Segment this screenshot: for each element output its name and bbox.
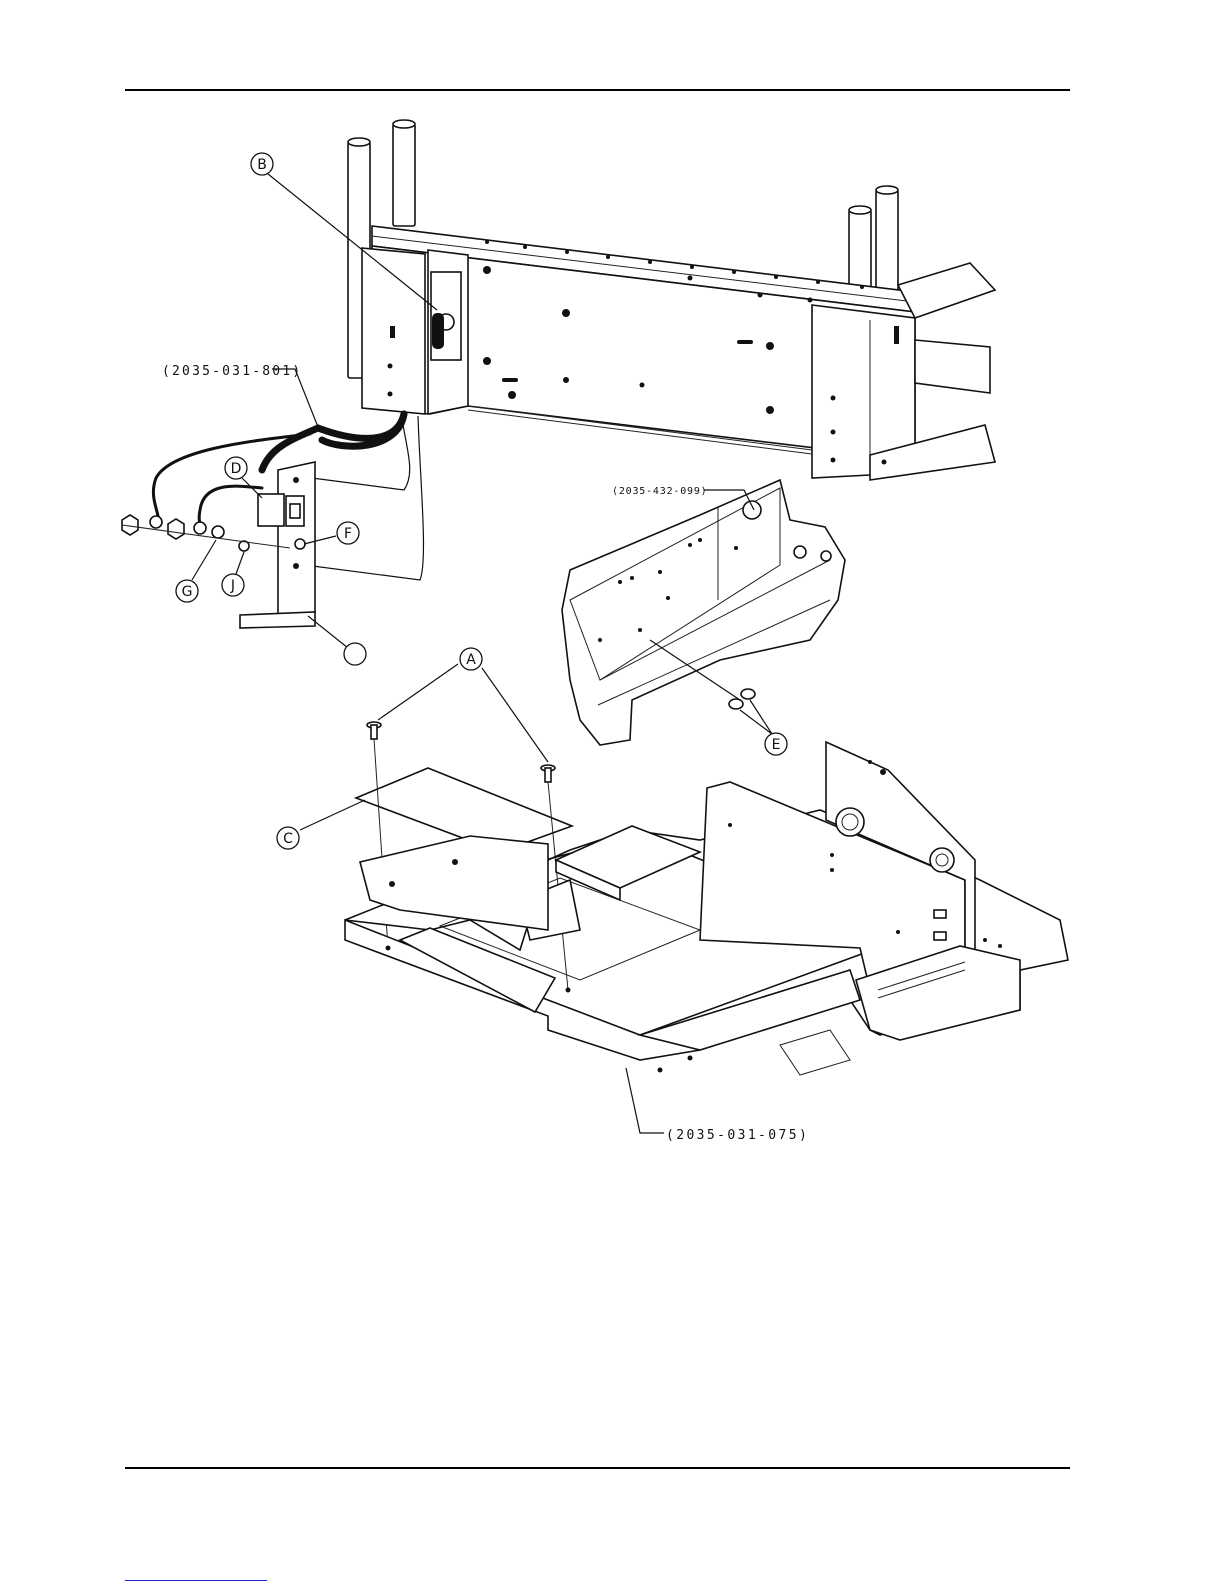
part-number-side-bracket: (2035-432-099) bbox=[612, 486, 708, 497]
svg-text:B: B bbox=[257, 157, 267, 173]
callout-d: D bbox=[225, 457, 247, 479]
callout-a: A bbox=[460, 648, 482, 670]
shoulder-screw-1 bbox=[741, 689, 755, 699]
connector-block bbox=[258, 494, 284, 526]
base-pan-assembly bbox=[345, 722, 1068, 1075]
svg-text:E: E bbox=[772, 737, 781, 753]
side-rail-top bbox=[898, 263, 995, 318]
callout-c: C bbox=[277, 827, 299, 849]
callout-b: B bbox=[251, 153, 273, 175]
part-number-cable-assembly: (2035-031-801) bbox=[162, 364, 302, 379]
side-rail-mid bbox=[915, 340, 990, 393]
callout-blank bbox=[344, 643, 366, 665]
svg-text:G: G bbox=[182, 584, 193, 600]
bracket-foot bbox=[240, 612, 315, 628]
hex-nut-2 bbox=[168, 519, 184, 539]
callout-e: E bbox=[765, 733, 787, 755]
part-number-base-pan: (2035-031-075) bbox=[666, 1128, 809, 1143]
callout-j: J bbox=[222, 574, 244, 596]
svg-text:J: J bbox=[230, 578, 235, 594]
upper-frame-assembly bbox=[348, 120, 995, 480]
bearing-boss bbox=[836, 808, 864, 836]
frame-post-right-rear bbox=[876, 190, 898, 294]
side-bracket-assembly bbox=[562, 480, 845, 745]
lock-washer bbox=[212, 526, 224, 538]
callout-f: F bbox=[337, 522, 359, 544]
frame-post-left-front bbox=[393, 124, 415, 226]
svg-text:F: F bbox=[344, 526, 352, 542]
svg-text:A: A bbox=[466, 652, 476, 668]
callout-g: G bbox=[176, 580, 198, 602]
shoulder-screw-2 bbox=[729, 699, 743, 709]
rocker-switch bbox=[432, 313, 444, 349]
svg-text:D: D bbox=[231, 461, 242, 477]
svg-text:C: C bbox=[283, 831, 293, 847]
front-slide-rail bbox=[640, 970, 860, 1050]
